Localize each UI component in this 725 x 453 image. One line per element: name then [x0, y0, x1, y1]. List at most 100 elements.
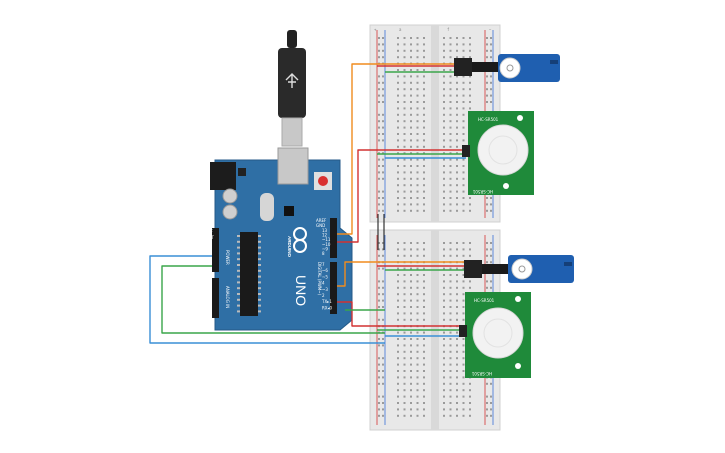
breadboard-hole [410, 126, 412, 129]
rail-minus-label: − [489, 27, 492, 32]
pin-label: AREF [316, 218, 327, 223]
breadboard-hole [443, 286, 445, 289]
pir-dome-ring [488, 135, 518, 165]
breadboard-hole [462, 363, 465, 366]
rail-hole [382, 113, 384, 116]
breadboard-hole [403, 331, 406, 334]
breadboard-hole [443, 190, 445, 193]
breadboard-hole [449, 120, 452, 123]
rail-hole [382, 75, 384, 78]
breadboard-hole [410, 242, 412, 244]
breadboard-hole [443, 75, 445, 78]
breadboard-hole [462, 306, 465, 308]
breadboard-hole [469, 242, 471, 244]
breadboard-hole [403, 254, 406, 257]
breadboard-hole [410, 107, 412, 110]
breadboard-hole [449, 242, 452, 244]
breadboard-hole [423, 69, 425, 71]
digital-header-label: DIGITAL (PWM~) [317, 262, 322, 296]
breadboard-hole [449, 382, 452, 385]
breadboard-hole [416, 248, 419, 251]
breadboard-hole [423, 88, 425, 91]
breadboard-hole [403, 81, 406, 84]
breadboard-hole [423, 43, 425, 46]
breadboard-hole [449, 133, 452, 135]
breadboard-hole [462, 165, 465, 167]
breadboard-hole [456, 203, 458, 206]
breadboard-hole [443, 402, 445, 404]
breadboard-hole [416, 350, 419, 353]
rail-hole [490, 261, 492, 264]
breadboard-hole [397, 286, 399, 289]
breadboard-hole [416, 177, 419, 180]
breadboard-hole [443, 370, 445, 372]
breadboard-hole [449, 49, 452, 52]
breadboard-hole [423, 414, 425, 417]
breadboard-hole [416, 338, 419, 340]
breadboard-hole [403, 107, 406, 110]
breadboard-hole [443, 344, 445, 347]
breadboard-hole [423, 56, 425, 59]
breadboard-hole [423, 171, 425, 174]
reset-button[interactable] [318, 176, 328, 186]
breadboard-hole [403, 145, 406, 148]
col-label-left: a [399, 27, 402, 32]
breadboard-hole [443, 43, 445, 46]
usb-cable-strain [287, 30, 297, 48]
breadboard-hole [397, 145, 399, 148]
rail-hole [486, 414, 488, 417]
breadboard-hole [410, 408, 412, 411]
pir-sensor-top: HC-SR501 HC-SR501 [462, 111, 534, 195]
breadboard-hole [403, 242, 406, 244]
breadboard-hole [416, 165, 419, 167]
breadboard-hole [462, 395, 465, 398]
capacitor [222, 188, 238, 204]
pin-label: 8 [322, 251, 325, 256]
breadboard-hole [403, 293, 406, 296]
pin-label: RESET [201, 235, 214, 240]
breadboard-hole [416, 49, 419, 52]
breadboard-hole [423, 299, 425, 302]
breadboard-hole [456, 408, 458, 411]
pin-label: 5V [201, 246, 207, 251]
rail-hole [382, 248, 384, 251]
breadboard-hole [456, 242, 458, 244]
breadboard-hole [462, 293, 465, 296]
breadboard-hole [423, 126, 425, 129]
breadboard-hole [456, 56, 458, 59]
rail-hole [378, 197, 380, 199]
rail-hole [378, 81, 380, 84]
breadboard-hole [443, 357, 445, 360]
pin-label: A2 [203, 291, 209, 296]
breadboard-hole [469, 280, 471, 283]
breadboard-hole [410, 274, 412, 276]
breadboard-top-channel [431, 25, 439, 222]
usb-chip [284, 206, 294, 216]
breadboard-hole [416, 69, 419, 71]
rail-hole [378, 376, 380, 379]
breadboard-hole [443, 312, 445, 315]
breadboard-hole [397, 133, 399, 135]
breadboard-hole [423, 254, 425, 257]
rail-hole [486, 261, 488, 264]
rail-hole [486, 197, 488, 199]
pir-mount-hole [515, 363, 521, 369]
breadboard-hole [456, 190, 458, 193]
breadboard-hole [456, 120, 458, 123]
breadboard-hole [410, 293, 412, 296]
breadboard-hole [410, 75, 412, 78]
breadboard-hole [410, 280, 412, 283]
breadboard-hole [416, 363, 419, 366]
pin-label: 2 [322, 293, 325, 298]
breadboard-hole [403, 120, 406, 123]
pir-sensor-bottom: HC-SR501 HC-SR501 [459, 292, 531, 378]
breadboard-hole [397, 408, 399, 411]
breadboard-hole [456, 152, 458, 155]
pin-label: A1 [203, 285, 209, 290]
breadboard-hole [443, 165, 445, 167]
breadboard-hole [410, 357, 412, 360]
breadboard-hole [397, 139, 399, 142]
breadboard-hole [416, 318, 419, 321]
breadboard-hole [423, 133, 425, 135]
breadboard-hole [449, 56, 452, 59]
